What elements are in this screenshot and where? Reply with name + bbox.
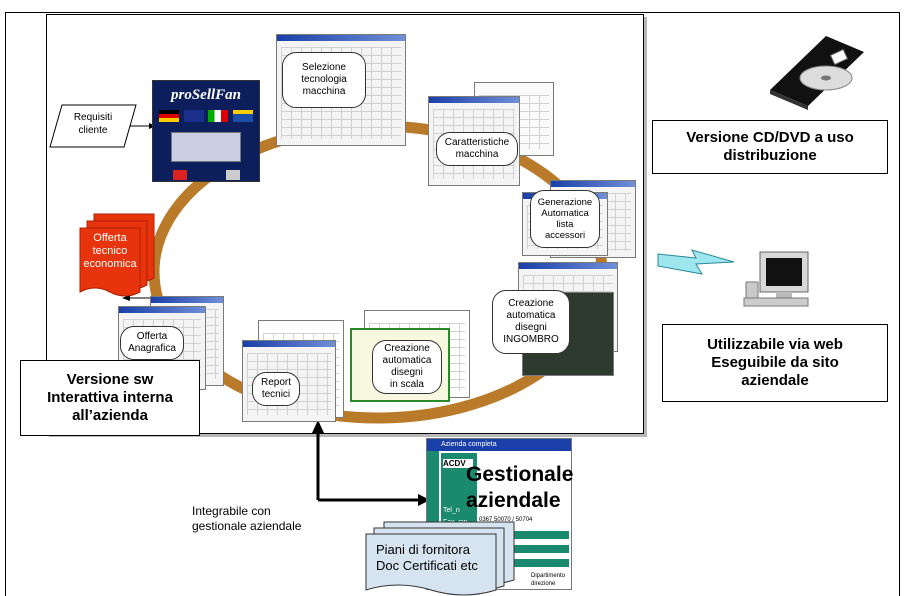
next-arrow-icon: [225, 170, 240, 180]
outer-border-right: [899, 12, 900, 596]
computer-icon: [743, 251, 809, 307]
requisiti-shape: [49, 104, 137, 148]
offerta-tecnico-docs: [79, 213, 155, 297]
cancel-icon: [172, 170, 187, 180]
utilizzabile-web-label: Utilizzabile via web Eseguibile da sito …: [662, 324, 888, 402]
lightning-icon: [657, 249, 735, 275]
step-generazione: Generazione Automatica lista accessori: [530, 190, 600, 248]
step-offerta-anagrafica: Offerta Anagrafica: [120, 326, 184, 360]
outer-border-top: [5, 12, 900, 13]
versione-sw-label: Versione sw Interattiva interna all’azie…: [20, 360, 200, 436]
gestionale-field-tel: Tel_n: [443, 507, 460, 514]
step-offerta-tecnico: Offerta tecnico economica: [83, 232, 137, 270]
gestionale-code: ACDV: [443, 459, 473, 468]
flag-icon: [183, 110, 204, 122]
flag-icon: [208, 110, 229, 122]
outer-border-left: [5, 12, 6, 596]
gestionale-col-dipartimento: Dipartimento: [531, 573, 566, 579]
step-creazione-scala: Creazione automatica disegni in scala: [372, 340, 442, 394]
gestionale-titlebar: Azienda completa: [427, 439, 571, 451]
step-caratteristiche: Caratteristiche macchina: [436, 132, 518, 166]
step-selezione: Selezione tecnologia macchina: [282, 52, 366, 108]
cd-dvd-icon: [770, 36, 864, 110]
integrabile-label: Integrabile con gestionale aziendale: [192, 504, 302, 533]
gestionale-cell-direzione: direzione: [531, 581, 556, 587]
gestionale-title: Gestionale aziendale: [466, 463, 574, 512]
piani-label: Piani di fornitora Doc Certificati etc: [376, 542, 478, 573]
prosellfan-window: proSellFan: [152, 80, 260, 182]
flag-icon: [232, 110, 253, 122]
versione-cd-label: Versione CD/DVD a uso distribuzione: [652, 120, 888, 174]
prosellfan-logo: proSellFan: [170, 87, 242, 103]
piani-docs: [365, 521, 515, 596]
flag-icon: [159, 110, 179, 122]
gestionale-phone: 0367 50070 / 50704: [479, 517, 533, 523]
requisiti-label: Requisiti cliente: [73, 112, 113, 136]
step-report: Report tecnici: [252, 372, 300, 406]
step-creazione-ingombro: Creazione automatica disegni INGOMBRO: [492, 290, 570, 354]
